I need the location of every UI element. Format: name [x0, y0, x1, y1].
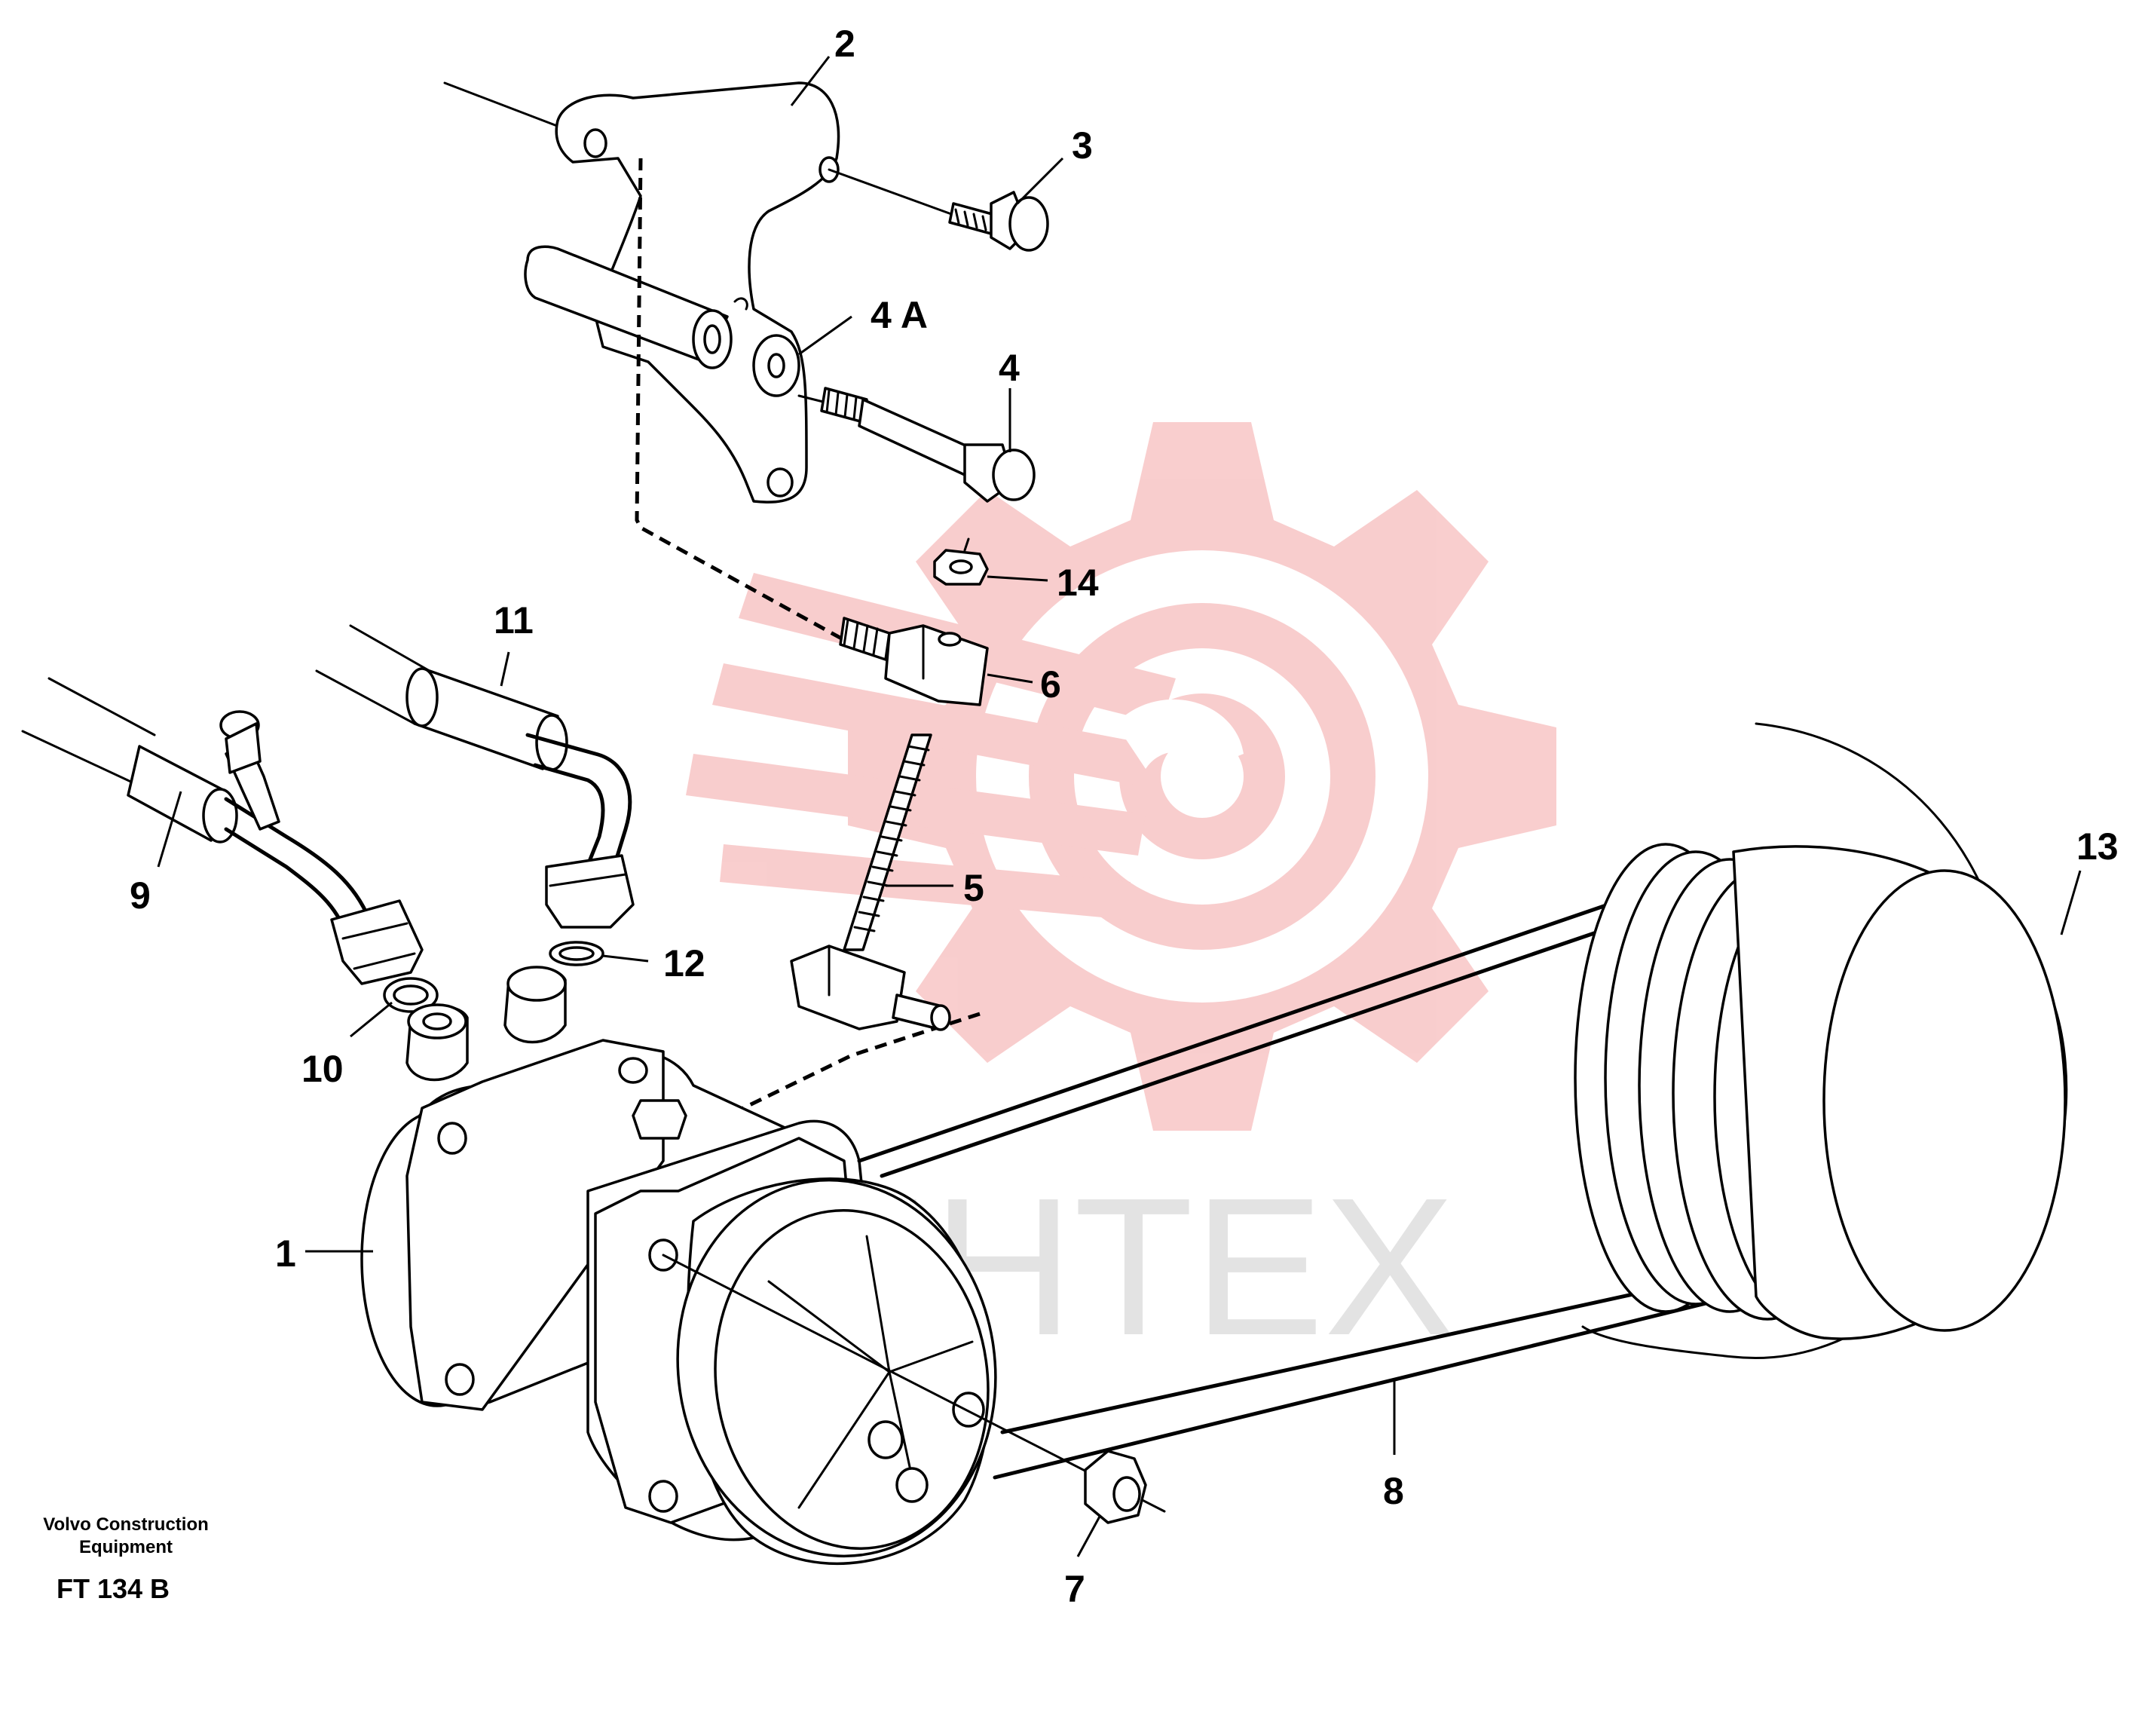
callout-1: 1 [275, 1232, 296, 1275]
callout-5: 5 [963, 867, 984, 909]
alignment-dash-line [635, 158, 861, 651]
compressor-1 [360, 966, 1166, 1565]
callout-2: 2 [834, 23, 855, 65]
leader-lines [157, 56, 2082, 1557]
callout-12: 12 [663, 942, 705, 984]
bracket-2 [443, 81, 955, 504]
bolt-4 [797, 387, 1036, 503]
threaded-rod-5 [790, 733, 951, 1031]
hose-9 [21, 677, 424, 985]
callout-4: 4 [999, 347, 1020, 389]
block-6 [839, 617, 989, 706]
pulley-13 [1574, 722, 2068, 1359]
watermark-gear-icon [686, 422, 1556, 1131]
callout-11: 11 [494, 599, 534, 641]
callout-13: 13 [2076, 825, 2119, 868]
belt-8 [857, 865, 1736, 1480]
callout-labels: 2 3 4 A 4 14 6 5 11 9 12 10 13 8 7 1 [130, 23, 2119, 1610]
maker-name-line2: Equipment [79, 1537, 173, 1557]
nut-14 [933, 537, 989, 586]
callout-7: 7 [1064, 1568, 1085, 1610]
callout-4a: 4 A [871, 294, 928, 336]
callout-9: 9 [130, 874, 151, 917]
maker-name-line1: Volvo Construction [43, 1514, 209, 1535]
nut-7 [1084, 1450, 1147, 1524]
figure-code: FT 134 B [57, 1573, 170, 1604]
bolt-3 [948, 191, 1049, 252]
callout-14: 14 [1057, 562, 1099, 604]
callout-8: 8 [1383, 1470, 1404, 1512]
footer-block: Volvo Construction Equipment FT 134 B [43, 1514, 209, 1604]
callout-10: 10 [301, 1048, 344, 1090]
hose-11 [315, 624, 635, 929]
callout-6: 6 [1040, 663, 1061, 706]
callout-3: 3 [1072, 124, 1093, 167]
